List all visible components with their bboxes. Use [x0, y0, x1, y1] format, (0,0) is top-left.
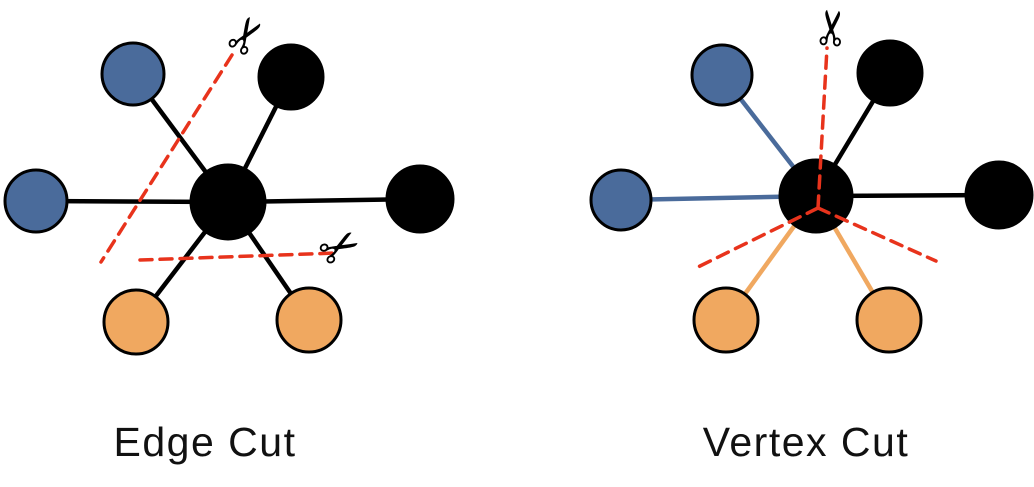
black-node: [856, 39, 924, 107]
blue-node: [589, 168, 653, 232]
scissors-icon: ✂: [309, 214, 372, 283]
center-node: [778, 158, 854, 234]
black-node: [257, 43, 325, 111]
cut-line: [816, 46, 829, 210]
center-node: [189, 163, 267, 241]
blue-node: [3, 168, 69, 234]
vertex-cut-label: Vertex Cut: [703, 419, 909, 465]
black-node: [964, 160, 1034, 230]
cut-line: [816, 206, 938, 263]
vertex-cut-panel: ✂ Vertex Cut: [589, 6, 1034, 465]
black-node: [385, 164, 455, 234]
scissors-icon: ✂: [803, 6, 862, 51]
orange-node: [102, 288, 170, 356]
blue-node: [690, 43, 754, 107]
edge-cut-panel: ✂✂Edge Cut: [3, 4, 455, 465]
orange-node: [275, 286, 343, 354]
cut-line: [99, 53, 234, 264]
cut-line: [694, 206, 820, 270]
edge-cut-label: Edge Cut: [114, 419, 297, 465]
orange-node: [855, 286, 923, 354]
orange-node: [692, 286, 760, 354]
blue-node: [100, 41, 166, 107]
cut-line: [138, 251, 338, 262]
